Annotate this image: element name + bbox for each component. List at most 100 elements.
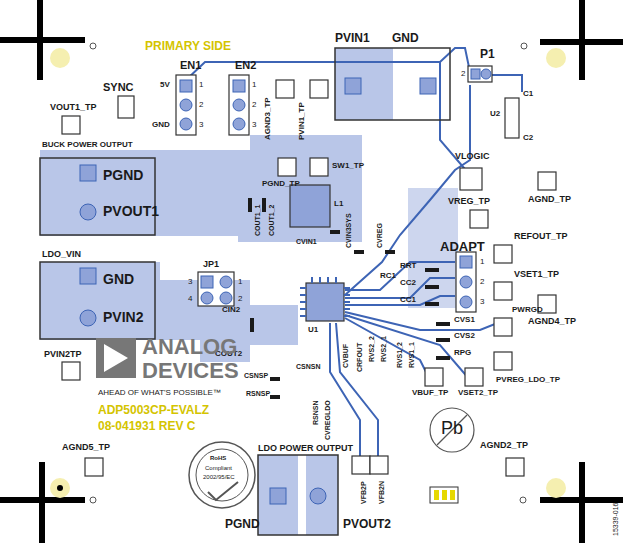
silkscreen-label: P1 [480,48,495,60]
copper-trace [345,278,455,298]
header-pad [233,80,245,92]
mounting-hole [50,48,566,498]
header-pad [471,69,480,79]
header-pad [460,256,472,268]
smd-component [436,322,450,326]
smd-component [425,302,439,306]
silkscreen-label: GND [103,272,134,286]
silkscreen-label: PVREG_LDO_TP [496,376,560,384]
fiducial-cross [540,497,623,503]
silkscreen-label: 3 [480,298,484,306]
revision-mark [442,490,447,500]
silkscreen-label: CVS2 [454,332,475,340]
silkscreen-label: PGND [225,518,260,530]
rohs-seal [196,449,248,501]
smd-component [248,198,252,212]
ic-pin [300,301,306,303]
silkscreen-label: RVS2_1 [380,336,387,362]
smd-component [436,356,450,360]
smd-component [330,230,340,234]
ic-pin [344,301,350,303]
fiducial-cross [540,39,623,45]
copper-trace [345,318,430,380]
silkscreen-label: PVIN1 [335,32,370,44]
silkscreen-label: PGND_TP [262,180,300,188]
terminal-block [258,455,338,535]
silkscreen-label: 2 [252,101,256,109]
silkscreen-label: CRFOUT [356,343,363,372]
silkscreen-label: AGND5_TP [62,443,110,452]
revision-mark [450,490,455,500]
copper-trace [345,315,470,380]
test-point [494,245,512,263]
smd-component [250,318,254,332]
silkscreen-label: CVS1 [454,316,475,324]
silkscreen-label: PVIN2 [103,310,143,324]
silkscreen-label: PVIN1_TP [298,102,306,140]
ic-pin [327,277,329,283]
silkscreen-label: SW1_TP [332,162,364,170]
mounting-hole [546,48,566,68]
silkscreen-label: RPG [454,349,471,357]
silkscreen-label: CVIN1 [296,238,317,245]
copper-trace [492,75,522,92]
test-point [62,80,556,476]
copper-pour [40,48,458,535]
silkscreen-label: LDO_VIN [42,250,81,259]
test-point [494,318,512,336]
silkscreen-label: PVIN2TP [44,350,82,359]
ic-pin [344,294,350,296]
header-pad [460,276,472,288]
smd-component [425,285,439,289]
fiducial-mark [521,43,527,49]
ic-pin [311,277,313,283]
silkscreen-label: PRIMARY SIDE [145,40,231,52]
terminal-pad [345,78,361,94]
silkscreen-label: RVS1_2 [396,342,403,368]
header-pad [180,99,192,111]
silkscreen-label: U2 [490,110,500,118]
test-point [276,80,294,98]
ic-footprint [290,98,519,321]
terminal-pad [80,204,96,220]
terminal-pad [420,78,436,94]
silkscreen-label: CVIN3SYS [345,213,352,248]
silkscreen-label: 08-041931 REV C [98,420,195,432]
silkscreen-label: ADAPT [440,240,485,253]
silkscreen-label: 3 [199,121,203,129]
ic-pin [300,294,306,296]
header-pad [220,276,232,288]
mounting-hole [546,478,566,498]
silkscreen-label: CVREG [376,223,383,248]
mounting-hole [50,48,70,68]
test-point [62,362,80,380]
test-point [538,172,556,190]
rohs-seal [208,482,238,500]
ic-pin [344,308,350,310]
silkscreen-label: C1 [523,90,533,98]
terminal-block [40,48,450,535]
silkscreen-label: 4 [188,295,192,303]
silkscreen-label: RVS1_1 [408,342,415,368]
header-pad [481,69,491,79]
silkscreen-label: Pb [441,419,463,437]
smd-component [436,338,450,342]
copper-pour [258,455,298,535]
terminal-pad [270,488,286,504]
header-pad [233,118,245,130]
copper-trace [345,85,470,295]
silkscreen-label: CSNSN [296,363,321,370]
ic-footprint [306,283,344,321]
terminal-block [335,48,450,120]
silkscreen-label: 15339-016 [612,503,619,536]
test-point [465,368,483,386]
silkscreen-label: 3 [252,121,256,129]
silkscreen-label: RVS2_2 [368,336,375,362]
silkscreen-label: COUT1_2 [268,204,275,236]
silkscreen-label: CIN2 [222,306,240,314]
silkscreen-label: 1 [480,258,484,266]
test-point [62,116,80,134]
test-point [425,368,443,386]
terminal-pad [80,165,96,181]
test-point [278,158,296,176]
